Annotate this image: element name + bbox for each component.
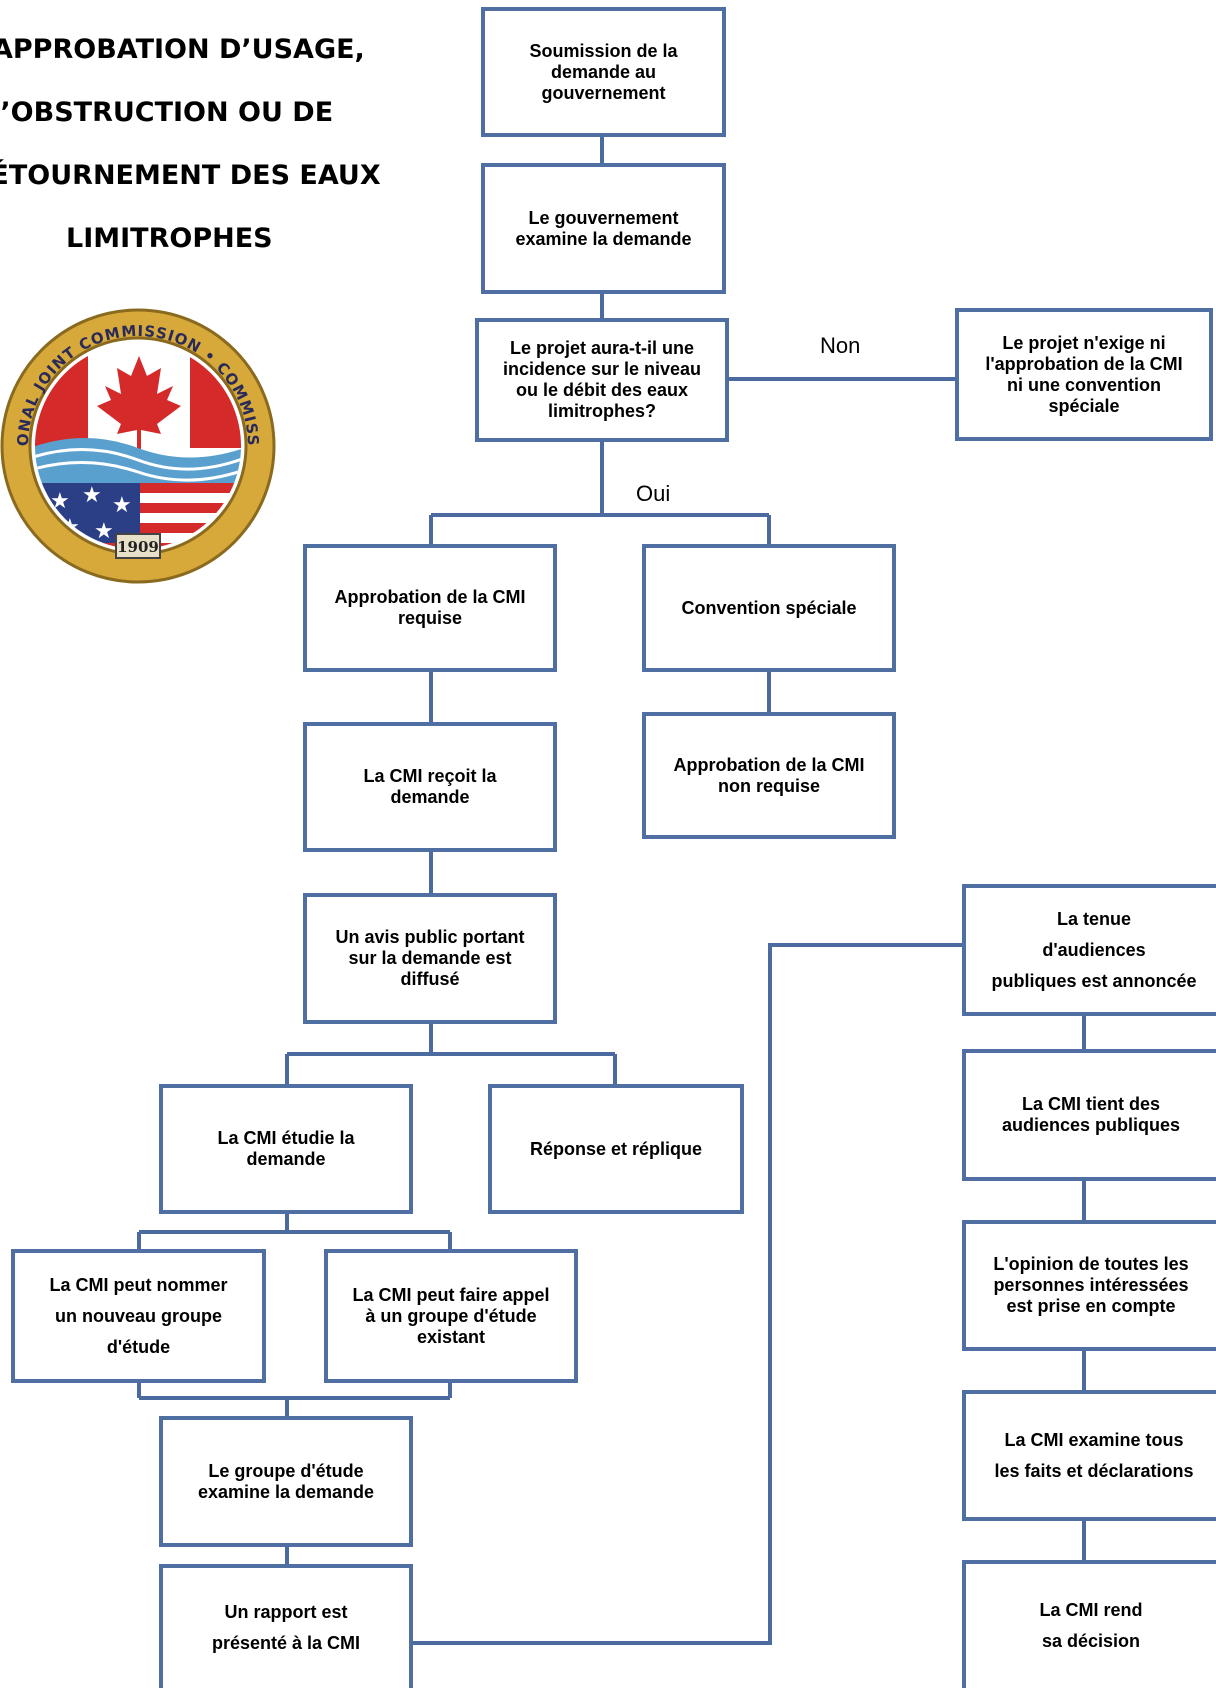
box-label: La CMI examine tous les faits et déclara… <box>994 1429 1194 1481</box>
study-group-reviews-box: Le groupe d'étude examine la demande <box>159 1416 413 1547</box>
svg-text:★: ★ <box>94 519 114 544</box>
seal-year: 1909 <box>117 538 159 556</box>
box-label: La CMI rend sa décision <box>1039 1600 1143 1651</box>
facts-reviewed-box: La CMI examine tous les faits et déclara… <box>962 1390 1216 1521</box>
box-label: Le gouvernement examine la demande <box>515 207 692 249</box>
connector <box>429 440 771 544</box>
title-line: DÉTOURNEMENT DES EAUX <box>0 160 381 191</box>
box-label: Un avis public portant sur la demande es… <box>335 927 525 989</box>
box-label: Un rapport est présenté à la CMI <box>211 1602 361 1653</box>
public-notice-box: Un avis public portant sur la demande es… <box>303 893 557 1024</box>
svg-text:★: ★ <box>82 483 102 508</box>
hearings-announced-box: La tenue d'audiences publiques est annon… <box>962 884 1216 1016</box>
box-label: Approbation de la CMI non requise <box>673 754 865 796</box>
connector <box>137 1212 452 1249</box>
box-label: Approbation de la CMI requise <box>334 587 526 628</box>
connector <box>410 943 962 1645</box>
title-line: APPROBATION D’USAGE, <box>0 34 365 65</box>
box-label: L'opinion de toutes les personnes intére… <box>993 1254 1189 1316</box>
gov-review-box: Le gouvernement examine la demande <box>481 163 726 294</box>
no-result-box: Le projet n'exige ni l'approbation de la… <box>955 308 1213 441</box>
box-label: La tenue d'audiences publiques est annon… <box>991 908 1197 991</box>
box-label: La CMI peut nommer un nouveau groupe d'é… <box>49 1274 228 1357</box>
ijc-not-required-box: Approbation de la CMI non requise <box>642 712 896 839</box>
box-label: Le projet n'exige ni l'approbation de la… <box>985 332 1183 416</box>
box-label: Soumission de la demande au gouvernement <box>529 40 678 103</box>
svg-text:★: ★ <box>112 493 132 518</box>
report-presented-box: Un rapport est présenté à la CMI <box>159 1564 413 1688</box>
response-reply-box: Réponse et réplique <box>488 1084 744 1214</box>
yes-label: Oui <box>636 481 671 506</box>
decision-box: La CMI rend sa décision <box>962 1560 1216 1688</box>
box-label: La CMI peut faire appel à un groupe d'ét… <box>352 1284 550 1347</box>
question-box: Le projet aura-t-il une incidence sur le… <box>475 318 729 442</box>
box-label: Réponse et réplique <box>529 1138 703 1159</box>
box-label: Le projet aura-t-il une incidence sur le… <box>502 338 702 421</box>
existing-study-group-box: La CMI peut faire appel à un groupe d'ét… <box>324 1249 578 1383</box>
connector <box>285 1022 617 1084</box>
special-agreement-box: Convention spéciale <box>642 544 896 672</box>
submission-box: Soumission de la demande au gouvernement <box>481 7 726 137</box>
title-line: LIMITROPHES <box>66 223 273 254</box>
new-study-group-box: La CMI peut nommer un nouveau groupe d'é… <box>11 1249 266 1383</box>
box-label: La CMI reçoit la demande <box>363 766 497 807</box>
ijc-studies-box: La CMI étudie la demande <box>159 1084 413 1214</box>
ijc-receives-box: La CMI reçoit la demande <box>303 722 557 852</box>
hearings-held-box: La CMI tient des audiences publiques <box>962 1049 1216 1181</box>
ijc-required-box: Approbation de la CMI requise <box>303 544 557 672</box>
title-line: D’OBSTRUCTION OU DE <box>0 97 334 128</box>
box-label: Le groupe d'étude examine la demande <box>197 1460 375 1502</box>
connector <box>137 1381 452 1416</box>
box-label: La CMI tient des audiences publiques <box>1001 1094 1181 1135</box>
ijc-seal-logo: INTERNATIONAL JOINT COMMISSION • COMMISS… <box>0 298 276 584</box>
box-label: La CMI étudie la demande <box>217 1128 355 1169</box>
page-title: APPROBATION D’USAGE, D’OBSTRUCTION OU DE… <box>0 18 395 270</box>
box-label: Convention spéciale <box>681 597 857 618</box>
no-label: Non <box>820 333 861 358</box>
opinions-considered-box: L'opinion de toutes les personnes intére… <box>962 1220 1216 1351</box>
